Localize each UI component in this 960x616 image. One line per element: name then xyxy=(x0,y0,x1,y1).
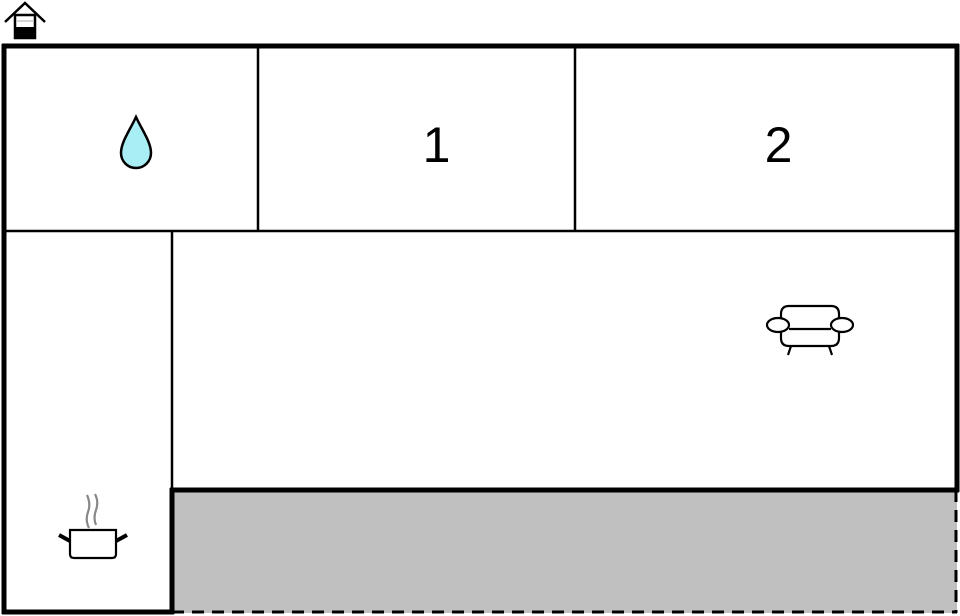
water-drop-icon xyxy=(118,114,154,172)
room-living xyxy=(173,232,956,488)
terrace-area xyxy=(172,490,957,613)
room-number-label: 2 xyxy=(764,117,793,173)
house-entrance-icon xyxy=(2,0,48,42)
room-number-label: 1 xyxy=(422,117,451,173)
room-bedroom-2: 2 xyxy=(576,48,956,230)
room-kitchen xyxy=(7,232,170,610)
sofa-icon xyxy=(765,302,857,358)
room-bedroom-1: 1 xyxy=(259,48,574,230)
terrace xyxy=(175,493,954,610)
cooking-pot-icon xyxy=(55,484,129,564)
room-bathroom xyxy=(6,48,257,230)
